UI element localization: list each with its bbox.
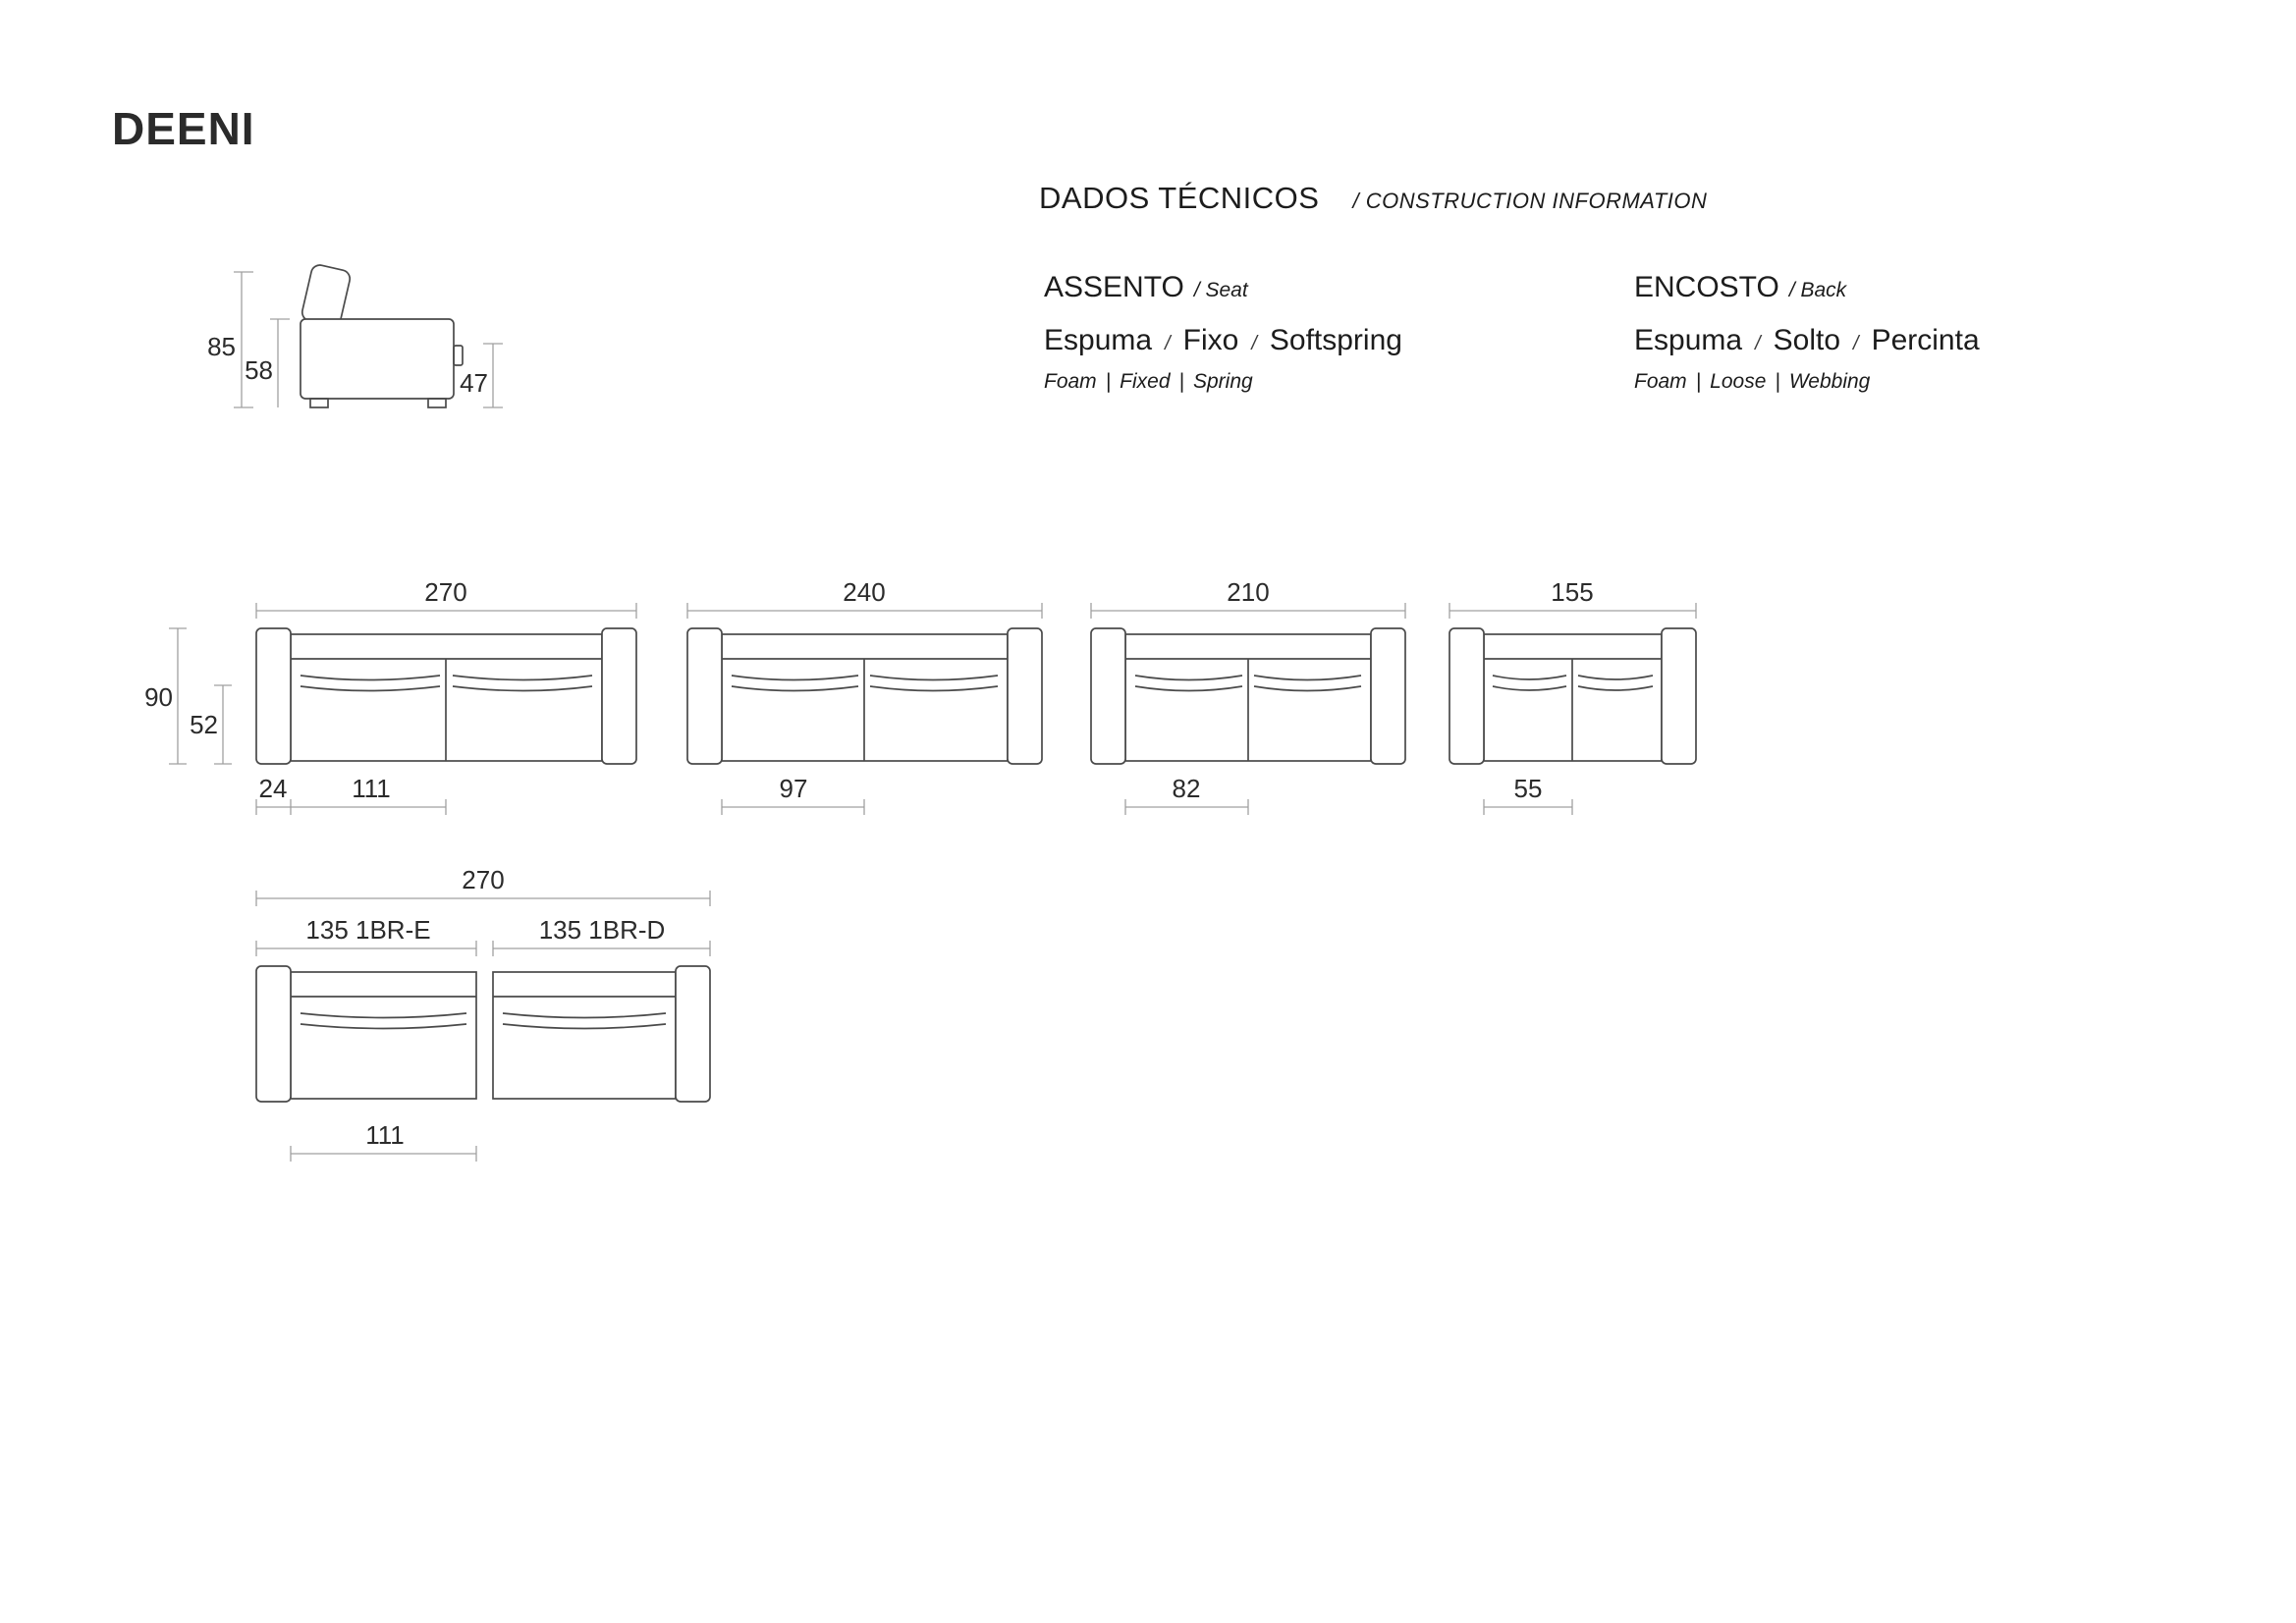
seat-value-en-2: Fixed — [1120, 370, 1171, 393]
seat-title-pt: ASSENTO — [1044, 271, 1184, 303]
dim-label-seat-width-55: 55 — [1514, 774, 1543, 803]
back-values-en: Foam | Loose | Webbing — [1634, 370, 1980, 394]
seat-values-en: Foam | Fixed | Spring — [1044, 370, 1402, 394]
back-spec-heading: ENCOSTO / Back — [1634, 271, 1980, 304]
back-value-2: Solto — [1773, 324, 1841, 356]
dim-label-overall-height: 90 — [144, 682, 173, 712]
modules-dimensions-bottom: 111 — [290, 1120, 477, 1162]
dim-label-width-155: 155 — [1551, 577, 1593, 607]
separator: | — [1775, 370, 1780, 393]
seat-spec-heading: ASSENTO / Seat — [1044, 271, 1402, 304]
separator: | — [1178, 370, 1184, 393]
seat-title-en: / Seat — [1193, 279, 1248, 301]
back-value-en-3: Webbing — [1788, 370, 1871, 393]
back-pillow-shape — [301, 264, 352, 327]
sofa-front-210 — [1090, 627, 1406, 765]
side-view-drawing — [300, 264, 464, 408]
back-value-en-2: Loose — [1710, 370, 1767, 393]
armrest-tab — [453, 345, 464, 366]
front-row-top-dimensions: 270 240 210 155 — [255, 577, 1697, 619]
back-title-en: / Back — [1788, 279, 1847, 301]
dim-label-width-240: 240 — [843, 577, 885, 607]
product-title: DEENI — [112, 103, 255, 154]
dim-label-arm-width: 24 — [259, 774, 288, 803]
dim-label-module-seat-width: 111 — [365, 1120, 405, 1150]
module-drawing-left — [255, 965, 477, 1103]
dim-label-arm-height: 47 — [460, 368, 488, 398]
separator: | — [1695, 370, 1702, 393]
front-row-left-dimensions: 90 52 — [144, 627, 232, 765]
dim-label-seat-width-111: 111 — [352, 774, 391, 803]
seat-value-3: Softspring — [1269, 324, 1402, 356]
dim-label-total-height: 85 — [207, 332, 236, 361]
separator: / — [1755, 333, 1761, 354]
separator: / — [1165, 333, 1171, 354]
section-title-en: / CONSTRUCTION INFORMATION — [1352, 189, 1708, 213]
dim-label-modules-total: 270 — [462, 865, 504, 894]
seat-value-2: Fixo — [1182, 324, 1239, 356]
dim-label-seat-width-97: 97 — [780, 774, 808, 803]
back-value-en-1: Foam — [1634, 370, 1687, 393]
dim-label-seat-height: 52 — [190, 710, 218, 739]
back-value-3: Percinta — [1871, 324, 1980, 356]
back-spec-block: ENCOSTO / Back Espuma / Solto / Percinta Foam… — [1634, 271, 1980, 394]
dim-label-width-210: 210 — [1227, 577, 1269, 607]
seat-value-1: Espuma — [1044, 324, 1153, 356]
dim-label-module-right: 135 1BR-D — [539, 915, 666, 945]
back-title-pt: ENCOSTO — [1634, 271, 1779, 303]
separator: | — [1105, 370, 1112, 393]
dim-label-seat-width-82: 82 — [1173, 774, 1201, 803]
foot-right — [427, 398, 447, 408]
dim-label-body-height: 58 — [245, 355, 273, 385]
separator: / — [1251, 333, 1257, 354]
seat-values-pt: Espuma / Fixo / Softspring — [1044, 324, 1402, 357]
separator: / — [1853, 333, 1859, 354]
sofa-side-body — [300, 318, 455, 400]
sofa-155-bottom-dimensions: 55 — [1483, 774, 1573, 815]
seat-spec-block: ASSENTO / Seat Espuma / Fixo / Softspring Foa… — [1044, 271, 1402, 394]
module-drawing-right — [492, 965, 711, 1103]
sofa-270-bottom-dimensions: 24 111 — [255, 774, 447, 815]
dim-label-width-270: 270 — [424, 577, 466, 607]
section-header: DADOS TÉCNICOS / CONSTRUCTION INFORMATION — [1039, 181, 1707, 216]
side-view-dimensions: 85 58 47 — [207, 271, 503, 408]
sofa-front-155 — [1449, 627, 1697, 765]
back-value-1: Espuma — [1634, 324, 1743, 356]
seat-value-en-1: Foam — [1044, 370, 1097, 393]
sofa-240-bottom-dimensions: 97 — [721, 774, 865, 815]
seat-value-en-3: Spring — [1192, 370, 1253, 393]
sofa-front-240 — [686, 627, 1043, 765]
section-title-pt: DADOS TÉCNICOS — [1039, 181, 1320, 215]
modules-dimensions-top: 270 135 1BR-E 135 1BR-D — [255, 865, 711, 956]
dim-label-module-left: 135 1BR-E — [305, 915, 430, 945]
sofa-210-bottom-dimensions: 82 — [1124, 774, 1249, 815]
sofa-front-270 — [255, 627, 637, 765]
foot-left — [309, 398, 329, 408]
back-values-pt: Espuma / Solto / Percinta — [1634, 324, 1980, 357]
